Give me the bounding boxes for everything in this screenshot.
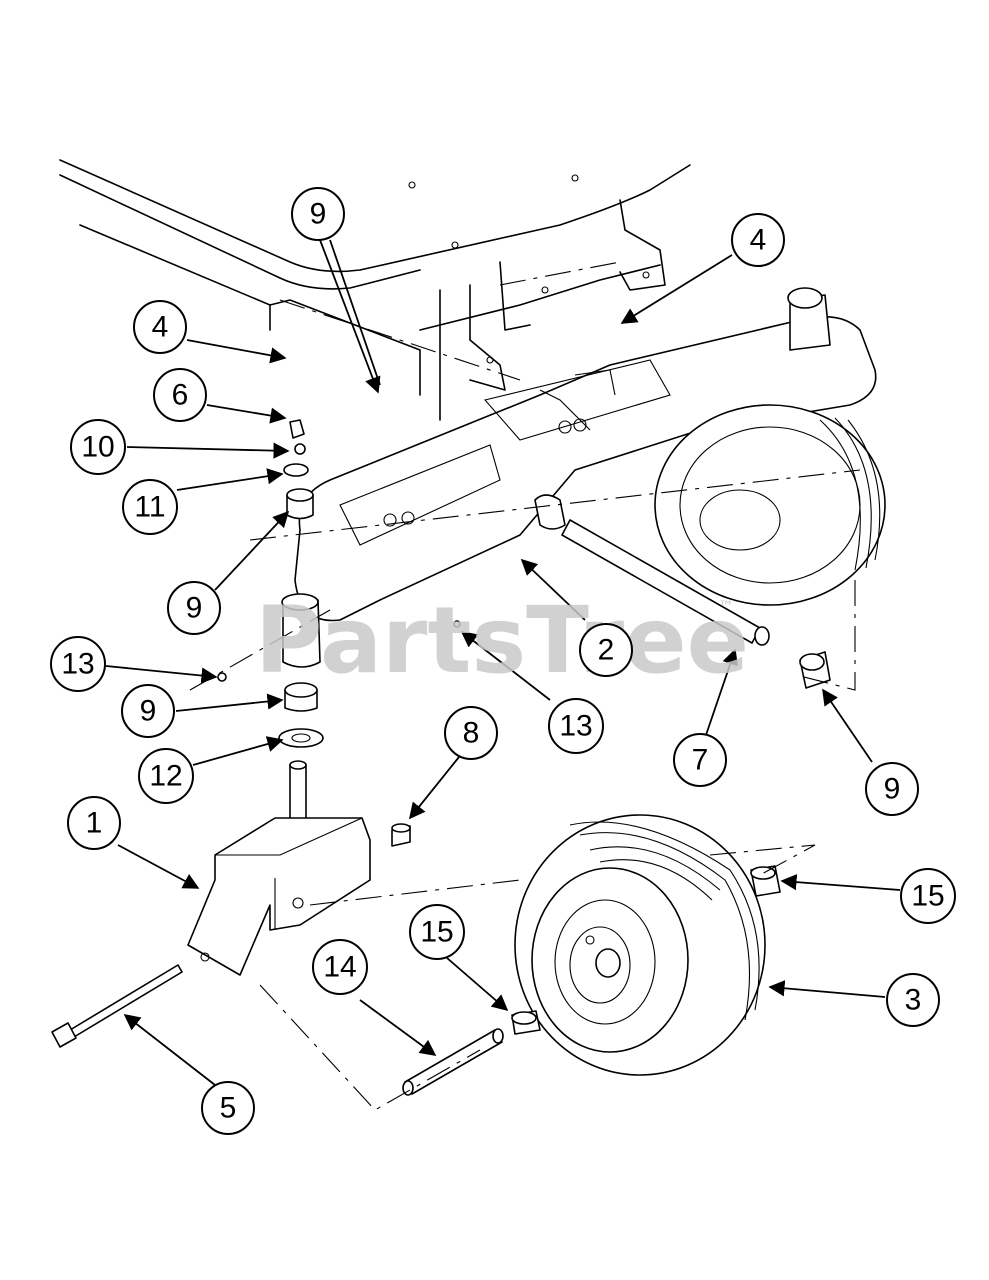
callout-1: 1 — [67, 796, 121, 850]
svg-text:7: 7 — [692, 744, 709, 777]
svg-text:15: 15 — [911, 880, 944, 913]
callout-10: 10 — [70, 419, 126, 475]
svg-text:9: 9 — [186, 592, 203, 625]
center-lines — [189, 261, 861, 1111]
front-axle — [294, 287, 877, 622]
rear-wheel — [654, 404, 886, 606]
svg-text:8: 8 — [463, 717, 480, 750]
svg-text:6: 6 — [172, 379, 189, 412]
svg-text:14: 14 — [323, 951, 356, 984]
watermark-trademark: ™ — [718, 597, 734, 616]
svg-text:13: 13 — [559, 710, 592, 743]
svg-text:1: 1 — [86, 807, 103, 840]
watermark-text: PartsTree — [255, 587, 749, 694]
svg-text:13: 13 — [61, 648, 94, 681]
caster-fork — [187, 760, 411, 976]
svg-text:10: 10 — [81, 431, 114, 464]
callout-8: 8 — [444, 706, 498, 760]
callout-4-left: 4 — [133, 300, 187, 354]
svg-text:9: 9 — [310, 198, 327, 231]
callout-4-right: 4 — [731, 213, 785, 267]
callout-9-left-upper: 9 — [167, 581, 221, 635]
callout-9-right: 9 — [865, 762, 919, 816]
callout-14: 14 — [312, 939, 368, 995]
svg-text:3: 3 — [905, 984, 922, 1017]
svg-text:9: 9 — [884, 773, 901, 806]
callout-5: 5 — [201, 1081, 255, 1135]
callout-7: 7 — [673, 733, 727, 787]
front-wheel — [511, 814, 781, 1076]
callout-2: 2 — [579, 623, 633, 677]
svg-text:4: 4 — [152, 311, 169, 344]
svg-text:12: 12 — [149, 760, 182, 793]
svg-text:11: 11 — [134, 491, 165, 524]
leader-lines — [105, 239, 901, 1086]
callout-15-right: 15 — [900, 868, 956, 924]
callout-3: 3 — [886, 973, 940, 1027]
svg-text:15: 15 — [420, 916, 453, 949]
callout-11: 11 — [122, 479, 178, 535]
svg-text:9: 9 — [140, 695, 157, 728]
callout-13-left: 13 — [50, 636, 106, 692]
spindle-stack — [217, 419, 461, 748]
callout-12: 12 — [138, 748, 194, 804]
callout-9-left-lower: 9 — [121, 684, 175, 738]
svg-text:5: 5 — [220, 1092, 237, 1125]
callout-6: 6 — [153, 368, 207, 422]
svg-text:4: 4 — [750, 224, 767, 257]
callout-15-center: 15 — [409, 904, 465, 960]
callout-13-center: 13 — [548, 698, 604, 754]
callout-9-top: 9 — [291, 187, 345, 241]
svg-text:2: 2 — [598, 634, 615, 667]
axle-pin — [561, 519, 831, 689]
